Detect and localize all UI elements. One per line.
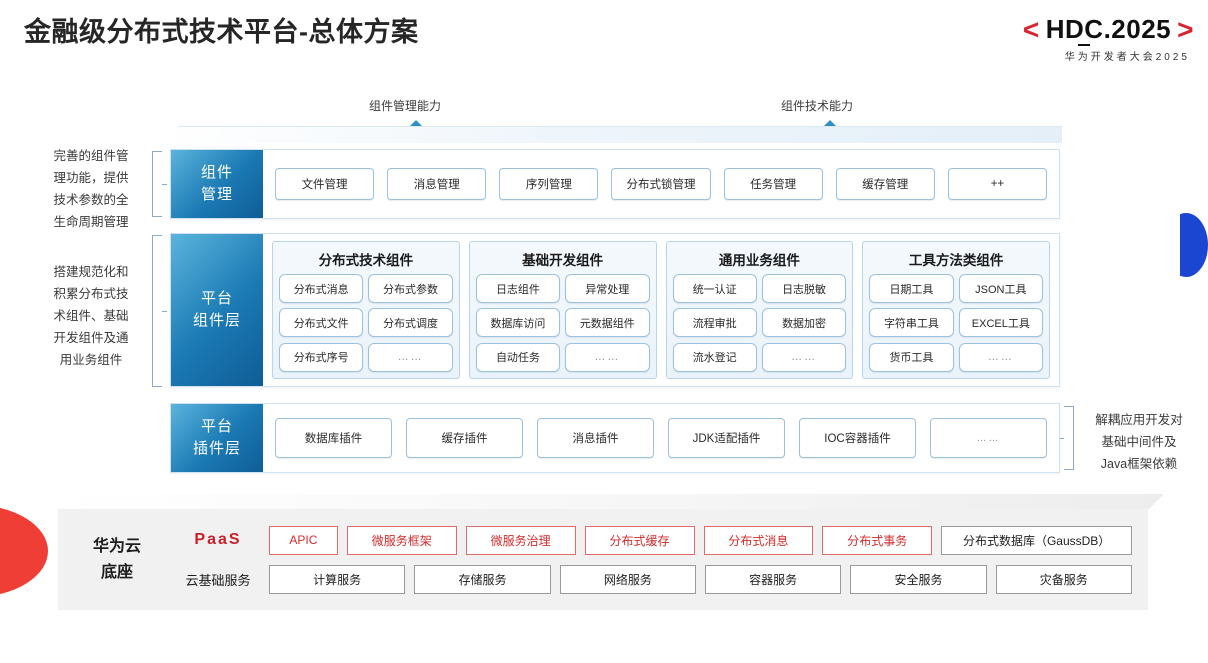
layer-tab-platform-components: 平台 组件层 [171, 234, 263, 386]
chip-general-business-more[interactable]: …… [761, 342, 847, 372]
chip-distributed-sequence[interactable]: 分布式序号 [279, 342, 364, 372]
logo-right-bracket-icon: > [1177, 13, 1194, 45]
bchip-network-service[interactable]: 网络服务 [559, 564, 696, 594]
chip-ioc-container-plugin[interactable]: IOC容器插件 [799, 418, 916, 458]
base-row-cloud-basic: 云基础服务 计算服务 存储服务 网络服务 容器服务 安全服务 灾备服务 [176, 564, 1132, 594]
bchip-container-service[interactable]: 容器服务 [704, 564, 842, 594]
chip-string-tool[interactable]: 字符串工具 [869, 308, 954, 338]
layer-platform-components[interactable]: 平台 组件层 分布式技术组件 分布式消息 分布式参数 分布式文件 分布式调度 分… [170, 233, 1060, 387]
huawei-cloud-base: 华为云 底座 PaaS APIC 微服务框架 微服务治理 分布式缓存 分布式消息… [58, 509, 1148, 610]
chip-sequence-management[interactable]: 序列管理 [499, 168, 599, 200]
layer-body-component-management: 文件管理 消息管理 序列管理 分布式锁管理 任务管理 缓存管理 ++ [263, 150, 1059, 218]
chip-database-plugin[interactable]: 数据库插件 [275, 418, 392, 458]
arrow-label-component-management: 组件管理能力 [369, 99, 442, 113]
chip-cache-plugin[interactable]: 缓存插件 [406, 418, 523, 458]
chip-log-component[interactable]: 日志组件 [475, 274, 561, 303]
bchip-distributed-transaction[interactable]: 分布式事务 [822, 525, 933, 555]
group-tool-method-components: 工具方法类组件 日期工具 JSON工具 字符串工具 EXCEL工具 货币工具 …… [862, 241, 1050, 379]
group-basic-dev-components: 基础开发组件 日志组件 异常处理 数据库访问 元数据组件 自动任务 …… [468, 241, 657, 379]
group-distributed-tech-components: 分布式技术组件 分布式消息 分布式参数 分布式文件 分布式调度 分布式序号 …… [272, 241, 460, 379]
bchip-distributed-message[interactable]: 分布式消息 [703, 525, 814, 555]
base-row-paas: PaaS APIC 微服务框架 微服务治理 分布式缓存 分布式消息 分布式事务 … [176, 525, 1133, 555]
layer-component-management[interactable]: 组件 管理 文件管理 消息管理 序列管理 分布式锁管理 任务管理 缓存管理 ++ [170, 149, 1060, 219]
chip-transaction-record[interactable]: 流水登记 [672, 342, 757, 372]
group-title-tool-method: 工具方法类组件 [908, 253, 1004, 268]
chip-distributed-message[interactable]: 分布式消息 [279, 274, 364, 303]
red-wedge-decoration [0, 505, 48, 597]
chip-unified-auth[interactable]: 统一认证 [672, 274, 757, 303]
logo-text: HDC.2025 [1045, 14, 1172, 44]
chip-more[interactable]: ++ [947, 168, 1047, 200]
chip-json-tool[interactable]: JSON工具 [958, 274, 1043, 303]
chip-jdk-adapter-plugin[interactable]: JDK适配插件 [668, 418, 785, 458]
chip-basic-dev-more[interactable]: …… [565, 342, 650, 372]
layer-body-platform-components: 分布式技术组件 分布式消息 分布式参数 分布式文件 分布式调度 分布式序号 ……… [263, 234, 1059, 386]
chip-message-plugin[interactable]: 消息插件 [537, 418, 654, 458]
logo-subtitle: 华为开发者大会2025 [1064, 52, 1190, 63]
bchip-microservice-framework[interactable]: 微服务框架 [346, 525, 457, 555]
chip-database-access[interactable]: 数据库访问 [475, 308, 561, 338]
bchip-dr-service[interactable]: 灾备服务 [995, 564, 1132, 594]
note-platform-components: 搭建规范化和 积累分布式技 术组件、基础 开发组件及通 用业务组件 [53, 265, 129, 367]
group-title-basic-dev: 基础开发组件 [522, 253, 604, 268]
chip-distributed-more[interactable]: …… [368, 342, 453, 372]
logo-underline-icon [1077, 44, 1090, 46]
chip-task-management[interactable]: 任务管理 [723, 168, 823, 200]
chip-log-masking[interactable]: 日志脱敏 [761, 274, 847, 303]
chip-excel-tool[interactable]: EXCEL工具 [958, 308, 1043, 338]
group-title-distributed-tech: 分布式技术组件 [318, 253, 414, 268]
chip-exception-handling[interactable]: 异常处理 [565, 274, 650, 303]
chip-auto-task[interactable]: 自动任务 [475, 342, 561, 372]
brace-component-management [152, 151, 167, 217]
bchip-microservice-governance[interactable]: 微服务治理 [465, 525, 576, 555]
brace-plugin-layer [1059, 406, 1074, 470]
chip-distributed-lock-management[interactable]: 分布式锁管理 [611, 168, 711, 200]
chip-distributed-parameter[interactable]: 分布式参数 [368, 274, 453, 303]
chip-data-encryption[interactable]: 数据加密 [761, 308, 847, 338]
layer-body-platform-plugins: 数据库插件 缓存插件 消息插件 JDK适配插件 IOC容器插件 …… [263, 404, 1059, 472]
note-plugin-layer: 解耦应用开发对 基础中间件及 Java框架依赖 [1095, 413, 1183, 471]
panel-top-bevel [164, 126, 1062, 145]
bchip-security-service[interactable]: 安全服务 [850, 564, 987, 594]
bchip-distributed-database-gaussdb[interactable]: 分布式数据库（GaussDB） [941, 525, 1133, 555]
chip-date-tool[interactable]: 日期工具 [869, 274, 954, 303]
bchip-storage-service[interactable]: 存储服务 [414, 564, 551, 594]
bchip-distributed-cache[interactable]: 分布式缓存 [584, 525, 695, 555]
base-row-tag-paas: PaaS [194, 531, 242, 548]
layer-tab-platform-plugins: 平台 插件层 [171, 404, 263, 472]
chip-distributed-file[interactable]: 分布式文件 [279, 308, 364, 338]
chip-process-approval[interactable]: 流程审批 [672, 308, 757, 338]
note-component-management: 完善的组件管 理功能，提供 技术参数的全 生命周期管理 [53, 149, 129, 229]
base-row-tag-cloud-basic: 云基础服务 [185, 572, 251, 588]
logo-left-bracket-icon: < [1022, 13, 1040, 45]
brace-platform-components [152, 235, 167, 387]
base-top-bevel [58, 494, 1164, 510]
bchip-apic[interactable]: APIC [269, 525, 338, 555]
layer-tab-component-management: 组件 管理 [171, 150, 263, 218]
chip-plugin-more[interactable]: …… [930, 418, 1047, 458]
base-title: 华为云 底座 [92, 537, 141, 581]
chip-file-management[interactable]: 文件管理 [275, 168, 375, 200]
page-title: 金融级分布式技术平台-总体方案 [24, 17, 419, 47]
blue-crescent-decoration [1180, 213, 1208, 277]
chip-currency-tool[interactable]: 货币工具 [869, 342, 954, 372]
arrow-label-component-technology: 组件技术能力 [781, 99, 854, 113]
group-general-business-components: 通用业务组件 统一认证 日志脱敏 流程审批 数据加密 流水登记 …… [665, 241, 854, 379]
hdc-logo: < HDC.2025 > 华为开发者大会2025 [904, 14, 1194, 63]
chip-tool-more[interactable]: …… [958, 342, 1043, 372]
chip-message-management[interactable]: 消息管理 [387, 168, 487, 200]
chip-cache-management[interactable]: 缓存管理 [835, 168, 935, 200]
chip-metadata-component[interactable]: 元数据组件 [565, 308, 650, 338]
group-title-general-business: 通用业务组件 [718, 253, 800, 268]
chip-distributed-schedule[interactable]: 分布式调度 [368, 308, 453, 338]
bchip-compute-service[interactable]: 计算服务 [269, 564, 406, 594]
layer-platform-plugins[interactable]: 平台 插件层 数据库插件 缓存插件 消息插件 JDK适配插件 IOC容器插件 …… [170, 403, 1060, 473]
